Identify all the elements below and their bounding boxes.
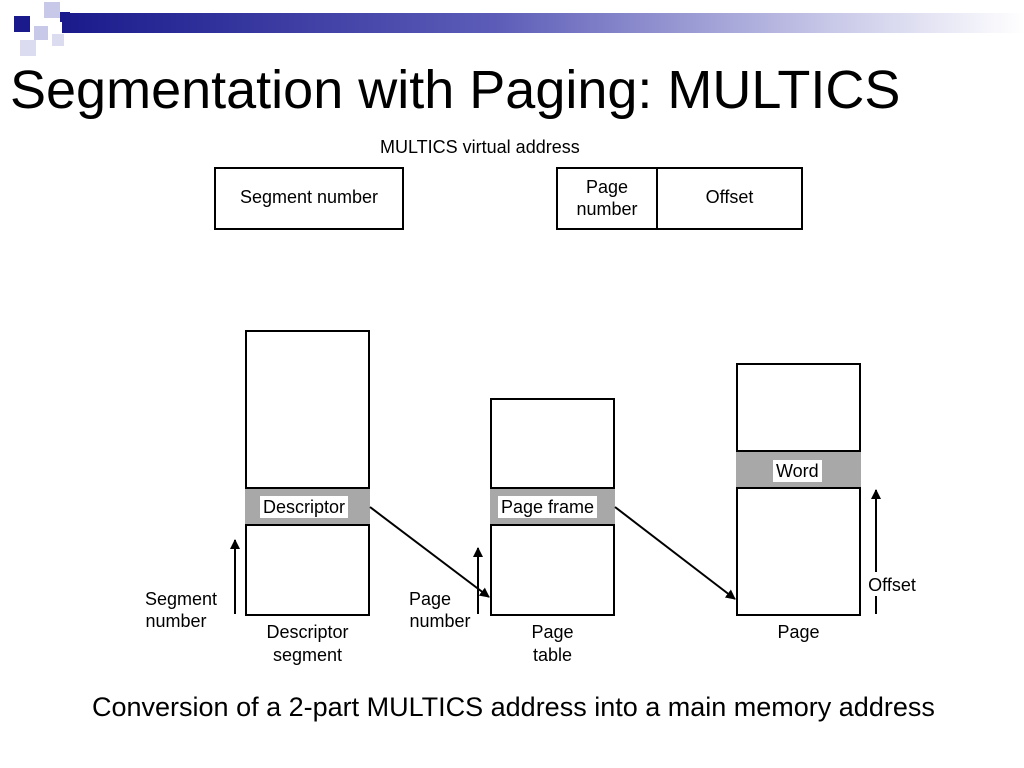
corner-square-light-2 bbox=[34, 26, 48, 40]
descriptor-segment-box bbox=[245, 330, 370, 616]
page-frame-label: Page frame bbox=[498, 496, 598, 518]
offset-field-label: Offset bbox=[705, 187, 754, 207]
descriptor-label: Descriptor bbox=[260, 496, 349, 518]
slide-title: Segmentation with Paging: MULTICS bbox=[10, 60, 901, 120]
offset-field bbox=[656, 167, 803, 230]
corner-square-dark-1 bbox=[14, 16, 30, 32]
page-number-field-label-line2: number bbox=[576, 199, 638, 219]
page-number-field-label-line1: Page bbox=[585, 177, 629, 197]
corner-square-light-3 bbox=[20, 40, 36, 56]
page-number-arrow-label-line1: Page bbox=[408, 589, 452, 609]
descriptor-to-page-table-arrow bbox=[369, 506, 490, 598]
segment-number-arrow-label-line2: number bbox=[145, 611, 207, 631]
page-number-arrow-label-line2: number bbox=[409, 611, 471, 631]
title-gradient-bar bbox=[62, 13, 1024, 33]
descriptor-segment-caption-line2: segment bbox=[272, 645, 343, 665]
virtual-address-label: MULTICS virtual address bbox=[380, 137, 580, 157]
word-label: Word bbox=[773, 460, 822, 482]
page-frame-to-page-arrow bbox=[614, 506, 736, 600]
page-caption: Page bbox=[777, 622, 820, 642]
slide-caption: Conversion of a 2-part MULTICS address i… bbox=[92, 692, 935, 722]
segment-number-field bbox=[214, 167, 404, 230]
page-box bbox=[736, 363, 861, 616]
page-table-caption-line1: Page bbox=[531, 622, 574, 642]
segment-number-field-label: Segment number bbox=[239, 187, 379, 207]
corner-square-light-4 bbox=[52, 34, 64, 46]
offset-arrow-label: Offset bbox=[868, 575, 916, 595]
page-table-caption-line2: table bbox=[532, 645, 573, 665]
segment-number-arrow-label-line1: Segment bbox=[144, 589, 218, 609]
corner-square-light-1 bbox=[44, 2, 60, 18]
descriptor-segment-caption-line1: Descriptor bbox=[266, 622, 349, 642]
